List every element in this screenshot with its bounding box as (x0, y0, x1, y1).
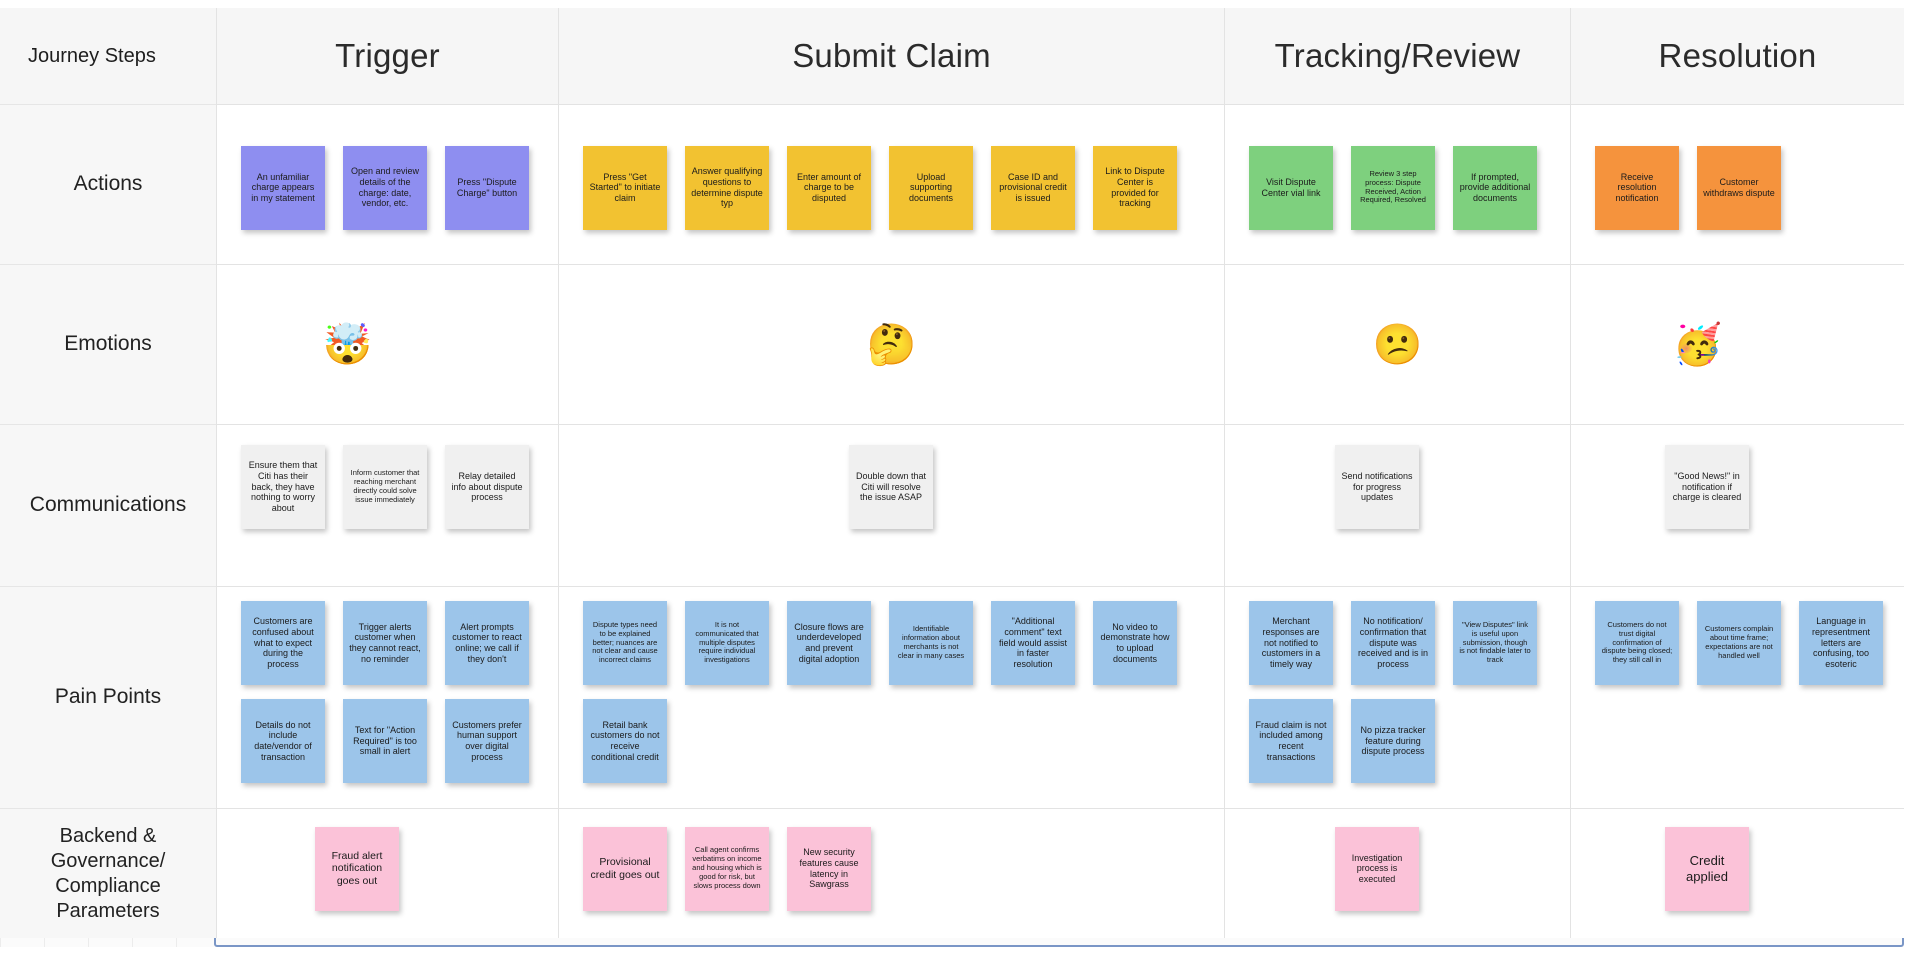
sticky-note[interactable]: Enter amount of charge to be disputed (787, 145, 871, 230)
thinking-face-icon: 🤔 (866, 322, 917, 367)
sticky-note[interactable]: Call agent confirms verbatims on income … (685, 826, 769, 911)
cell-pain-points-resolution: Customers do not trust digital confirmat… (1570, 586, 1904, 808)
sticky-note[interactable]: Press "Dispute Charge" button (445, 145, 529, 230)
sticky-note[interactable]: Dispute types need to be explained bette… (583, 601, 667, 685)
sticky-note[interactable]: Case ID and provisional credit is issued (991, 145, 1075, 230)
row-label-pain-points: Pain Points (0, 586, 216, 808)
cell-actions-resolution: Receive resolution notification Customer… (1570, 104, 1904, 264)
sticky-note[interactable]: No pizza tracker feature during dispute … (1351, 699, 1435, 783)
cell-communications-submit-claim: Double down that Citi will resolve the i… (558, 424, 1224, 586)
partying-face-icon: 🥳 (1672, 322, 1723, 367)
row-label-actions: Actions (0, 104, 216, 264)
cell-communications-trigger: Ensure them that Citi has their back, th… (216, 424, 558, 586)
sticky-note[interactable]: Receive resolution notification (1595, 145, 1679, 230)
cell-pain-points-trigger: Customers are confused about what to exp… (216, 586, 558, 808)
sticky-note[interactable]: New security features cause latency in S… (787, 826, 871, 911)
sticky-note[interactable]: No video to demonstrate how to upload do… (1093, 601, 1177, 685)
sticky-note[interactable]: Details do not include date/vendor of tr… (241, 699, 325, 783)
sticky-note[interactable]: "Additional comment" text field would as… (991, 601, 1075, 685)
phase-header-tracking-review: Tracking/Review (1224, 8, 1570, 104)
cell-backend-tracking-review: Investigation process is executed (1224, 808, 1570, 938)
cell-pain-points-tracking-review: Merchant responses are not notified to c… (1224, 586, 1570, 808)
cell-emotions-tracking-review: 😕 (1224, 264, 1570, 424)
sticky-note[interactable]: Fraud alert notification goes out (315, 826, 399, 911)
sticky-note[interactable]: Alert prompts customer to react online; … (445, 601, 529, 685)
cell-actions-tracking-review: Visit Dispute Center vial link Review 3 … (1224, 104, 1570, 264)
sticky-note[interactable]: Send notifications for progress updates (1335, 445, 1419, 529)
cell-communications-resolution: "Good News!" in notification if charge i… (1570, 424, 1904, 586)
cell-emotions-submit-claim: 🤔 (558, 264, 1224, 424)
sticky-note[interactable]: Customers do not trust digital confirmat… (1595, 601, 1679, 685)
cell-emotions-resolution: 🥳 (1570, 264, 1904, 424)
sticky-note[interactable]: Language in representment letters are co… (1799, 601, 1883, 685)
row-label-backend-governance: Backend & Governance/ Compliance Paramet… (0, 808, 216, 938)
sticky-note[interactable]: Fraud claim is not included among recent… (1249, 699, 1333, 783)
sticky-note[interactable]: Merchant responses are not notified to c… (1249, 601, 1333, 685)
row-label-emotions: Emotions (0, 264, 216, 424)
sticky-note[interactable]: Press "Get Started" to initiate claim (583, 145, 667, 230)
sticky-note[interactable]: Link to Dispute Center is provided for t… (1093, 145, 1177, 230)
sticky-note[interactable]: "View Disputes" link is useful upon subm… (1453, 601, 1537, 685)
slightly-frowning-face-icon: 😕 (1372, 322, 1423, 367)
sticky-note[interactable]: Retail bank customers do not receive con… (583, 699, 667, 783)
sticky-note[interactable]: An unfamiliar charge appears in my state… (241, 145, 325, 230)
sticky-note[interactable]: Double down that Citi will resolve the i… (849, 445, 933, 529)
cell-backend-resolution: Credit applied (1570, 808, 1904, 938)
sticky-note[interactable]: Closure flows are underdeveloped and pre… (787, 601, 871, 685)
sticky-note[interactable]: Customers prefer human support over digi… (445, 699, 529, 783)
sticky-note[interactable]: Customer withdraws dispute (1697, 145, 1781, 230)
sticky-note[interactable]: Provisional credit goes out (583, 826, 667, 911)
sticky-note[interactable]: It is not communicated that multiple dis… (685, 601, 769, 685)
sticky-note[interactable]: Trigger alerts customer when they cannot… (343, 601, 427, 685)
sticky-note[interactable]: Identifiable information about merchants… (889, 601, 973, 685)
journey-map-canvas: Journey Steps Trigger Submit Claim Track… (0, 8, 1904, 947)
sticky-note[interactable]: Review 3 step process: Dispute Received,… (1351, 145, 1435, 230)
sticky-note[interactable]: Answer qualifying questions to determine… (685, 145, 769, 230)
cell-emotions-trigger: 🤯 (216, 264, 558, 424)
sticky-note[interactable]: If prompted, provide additional document… (1453, 145, 1537, 230)
phase-header-trigger: Trigger (216, 8, 558, 104)
sticky-note[interactable]: Open and review details of the charge: d… (343, 145, 427, 230)
sticky-note[interactable]: Credit applied (1665, 826, 1749, 911)
sticky-note[interactable]: Ensure them that Citi has their back, th… (241, 445, 325, 529)
phase-header-submit-claim: Submit Claim (558, 8, 1224, 104)
sticky-note[interactable]: Text for "Action Required" is too small … (343, 699, 427, 783)
phase-header-resolution: Resolution (1570, 8, 1904, 104)
sticky-note[interactable]: Upload supporting documents (889, 145, 973, 230)
sticky-note[interactable]: Customers complain about time frame; exp… (1697, 601, 1781, 685)
sticky-note[interactable]: No notification/ confirmation that dispu… (1351, 601, 1435, 685)
exploding-head-icon: 🤯 (322, 322, 373, 367)
cell-communications-tracking-review: Send notifications for progress updates (1224, 424, 1570, 586)
cell-backend-submit-claim: Provisional credit goes out Call agent c… (558, 808, 1224, 938)
cell-actions-submit-claim: Press "Get Started" to initiate claim An… (558, 104, 1224, 264)
cell-actions-trigger: An unfamiliar charge appears in my state… (216, 104, 558, 264)
sticky-note[interactable]: Relay detailed info about dispute proces… (445, 445, 529, 529)
row-label-communications: Communications (0, 424, 216, 586)
sticky-note[interactable]: Investigation process is executed (1335, 826, 1419, 911)
journey-steps-label: Journey Steps (0, 8, 216, 104)
cell-backend-trigger: Fraud alert notification goes out (216, 808, 558, 938)
sticky-note[interactable]: Visit Dispute Center vial link (1249, 145, 1333, 230)
cell-pain-points-submit-claim: Dispute types need to be explained bette… (558, 586, 1224, 808)
sticky-note[interactable]: Inform customer that reaching merchant d… (343, 445, 427, 529)
sticky-note[interactable]: "Good News!" in notification if charge i… (1665, 445, 1749, 529)
sticky-note[interactable]: Customers are confused about what to exp… (241, 601, 325, 685)
